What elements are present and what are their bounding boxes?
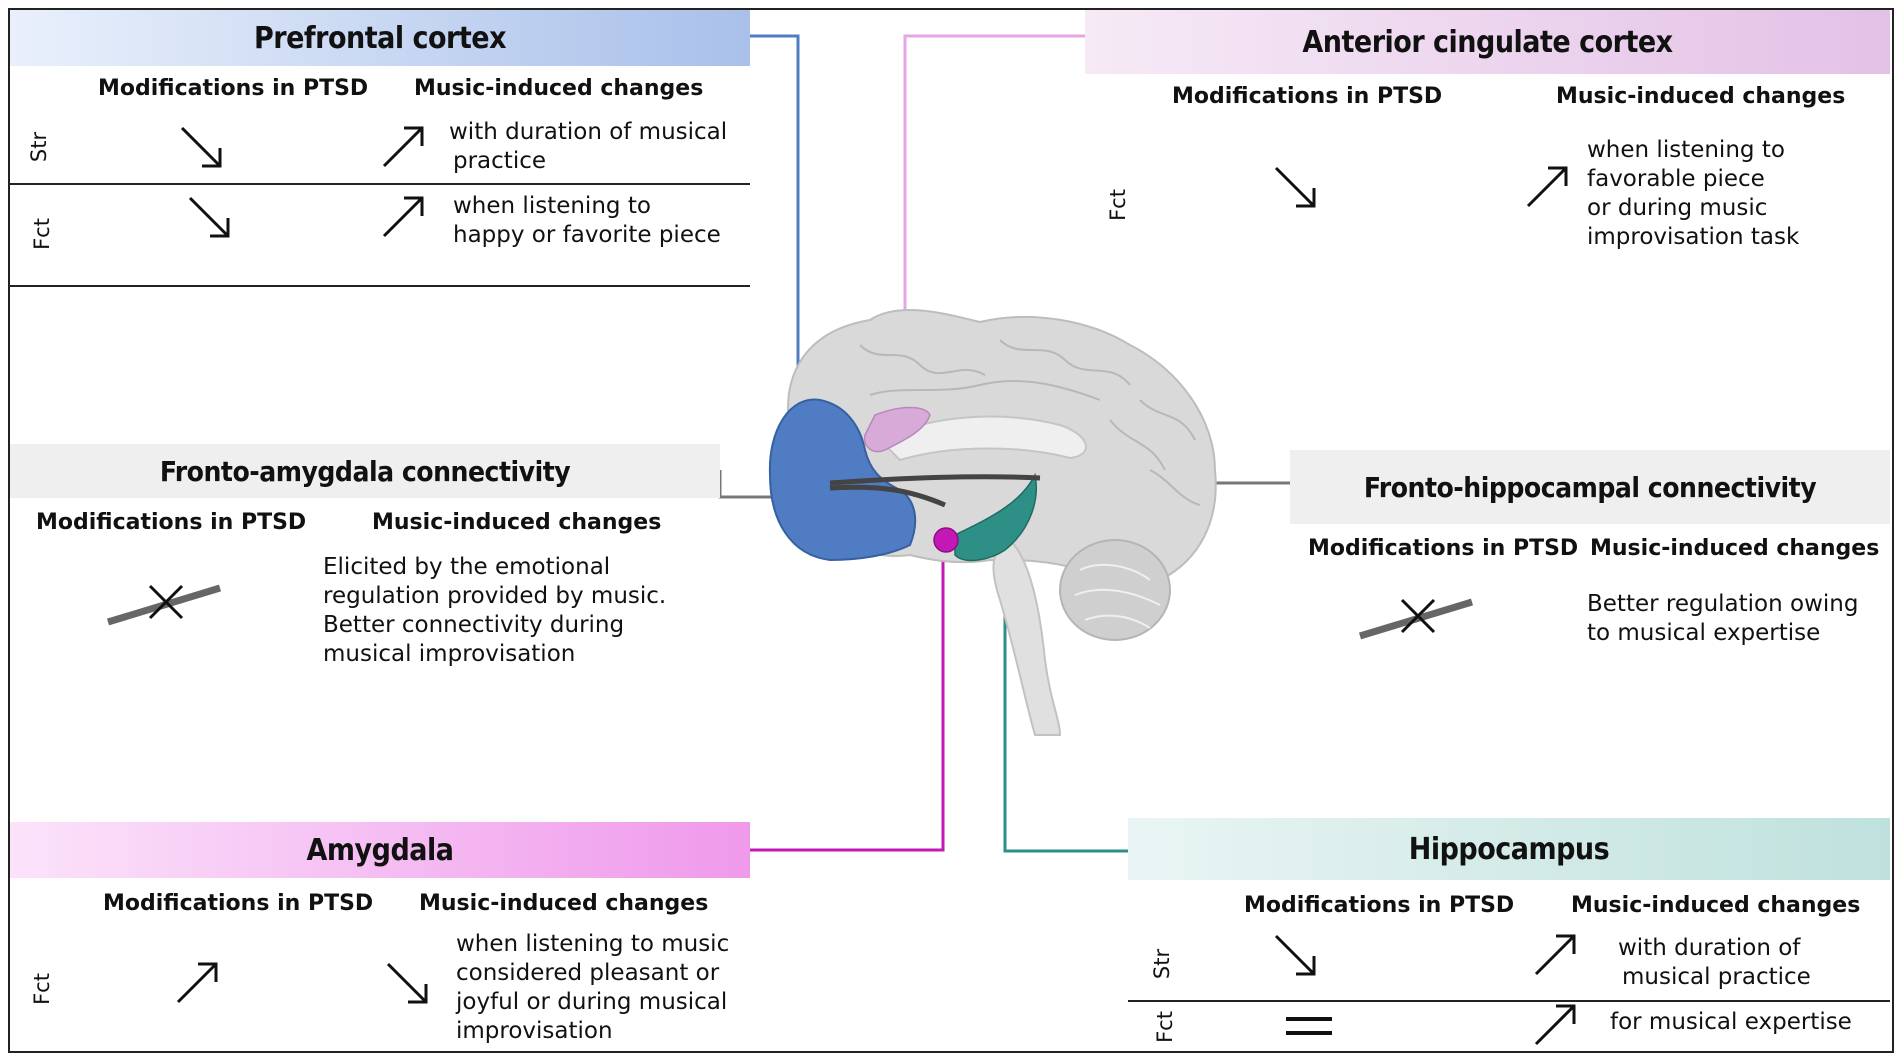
prefrontal-col-music: Music-induced changes [414,76,704,101]
prefrontal-row1-line1: with duration of musical [449,119,728,145]
fronto-hippocampal-line2: to musical expertise [1587,620,1821,646]
fronto-amygdala-title: Fronto-amygdala connectivity [10,444,720,498]
broken-connection-icon [1358,598,1474,640]
broken-connection-icon [106,584,222,626]
arrow-down-icon [188,196,230,238]
arrow-down-icon [386,962,428,1004]
arrow-up-icon [1534,934,1576,976]
acc-col-ptsd: Modifications in PTSD [1172,84,1443,109]
prefrontal-title: Prefrontal cortex [10,10,750,66]
acc-row1-line1: when listening to [1587,137,1785,163]
acc-region [863,406,931,453]
fronto-amygdala-connector [718,470,790,499]
fronto-hippocampal-col-ptsd: Modifications in PTSD [1308,536,1579,561]
arrow-up-icon [1534,1004,1576,1046]
hippocampus-region [954,472,1037,562]
amygdala-region [933,527,959,553]
amygdala-row1-line2: considered pleasant or [456,960,720,986]
hippocampus-title: Hippocampus [1128,818,1890,880]
hippocampus-connector [1003,520,1128,853]
hippocampus-col-ptsd: Modifications in PTSD [1244,893,1515,918]
brainstem [992,538,1062,736]
arrow-up-icon [382,196,424,238]
hippocampus-row2-line1: for musical expertise [1610,1009,1852,1035]
acc-row1-line3: or during music [1587,195,1768,221]
corpus-callosum [878,415,1087,462]
acc-title: Anterior cingulate cortex [1085,10,1890,74]
acc-connector [903,34,1085,420]
amygdala-row1-line4: improvisation [456,1018,613,1044]
arrow-down-icon [180,126,222,168]
prefrontal-col-ptsd: Modifications in PTSD [98,76,369,101]
divider [10,285,750,287]
fronto-amygdala-col-music: Music-induced changes [372,510,662,535]
fronto-amygdala-tract [829,484,946,508]
prefrontal-row2-label: Fct [29,218,54,250]
hippocampus-row1-label: Str [1150,948,1175,980]
amygdala-title: Amygdala [10,822,750,878]
fronto-amygdala-line3: Better connectivity during [323,612,625,638]
amygdala-connector [750,550,945,852]
arrow-up-icon [382,126,424,168]
fronto-amygdala-col-ptsd: Modifications in PTSD [36,510,307,535]
amygdala-row1-line3: joyful or during musical [456,989,728,1015]
hippocampus-row2-label: Fct [1152,1011,1177,1043]
arrow-up-icon [176,962,218,1004]
prefrontal-row1-label: Str [27,131,52,163]
arrow-down-icon [1274,934,1316,976]
figure-frame [8,8,1894,1053]
fronto-hippocampal-col-music: Music-induced changes [1590,536,1880,561]
hippocampus-row1-line1: with duration of [1618,935,1801,961]
divider [10,183,750,185]
amygdala-row1-label: Fct [29,973,54,1005]
hippocampus-col-music: Music-induced changes [1571,893,1861,918]
fronto-hippocampal-title: Fronto-hippocampal connectivity [1290,450,1890,524]
divider [1128,1000,1890,1002]
fronto-amygdala-line2: regulation provided by music. [323,583,667,609]
arrow-down-icon [1274,166,1316,208]
amygdala-col-music: Music-induced changes [419,891,709,916]
amygdala-col-ptsd: Modifications in PTSD [103,891,374,916]
prefrontal-row2-line1: when listening to [453,193,651,219]
acc-row1-line2: favorable piece [1587,166,1765,192]
arrow-up-icon [1526,166,1568,208]
equals-icon [1286,1017,1332,1035]
prefrontal-connector [750,34,800,400]
prefrontal-row2-line2: happy or favorite piece [453,222,721,248]
fronto-hippocampal-line1: Better regulation owing [1587,591,1859,617]
hippocampus-row1-line2: musical practice [1622,964,1811,990]
prefrontal-row1-line2: practice [453,148,546,174]
amygdala-row1-line1: when listening to music [456,931,730,957]
acc-row1-label: Fct [1105,189,1130,221]
acc-col-music: Music-induced changes [1556,84,1846,109]
fronto-amygdala-line4: musical improvisation [323,641,576,667]
fronto-hippocampal-tract [829,474,1041,486]
fronto-amygdala-line1: Elicited by the emotional [323,554,611,580]
acc-row1-line4: improvisation task [1587,224,1800,250]
